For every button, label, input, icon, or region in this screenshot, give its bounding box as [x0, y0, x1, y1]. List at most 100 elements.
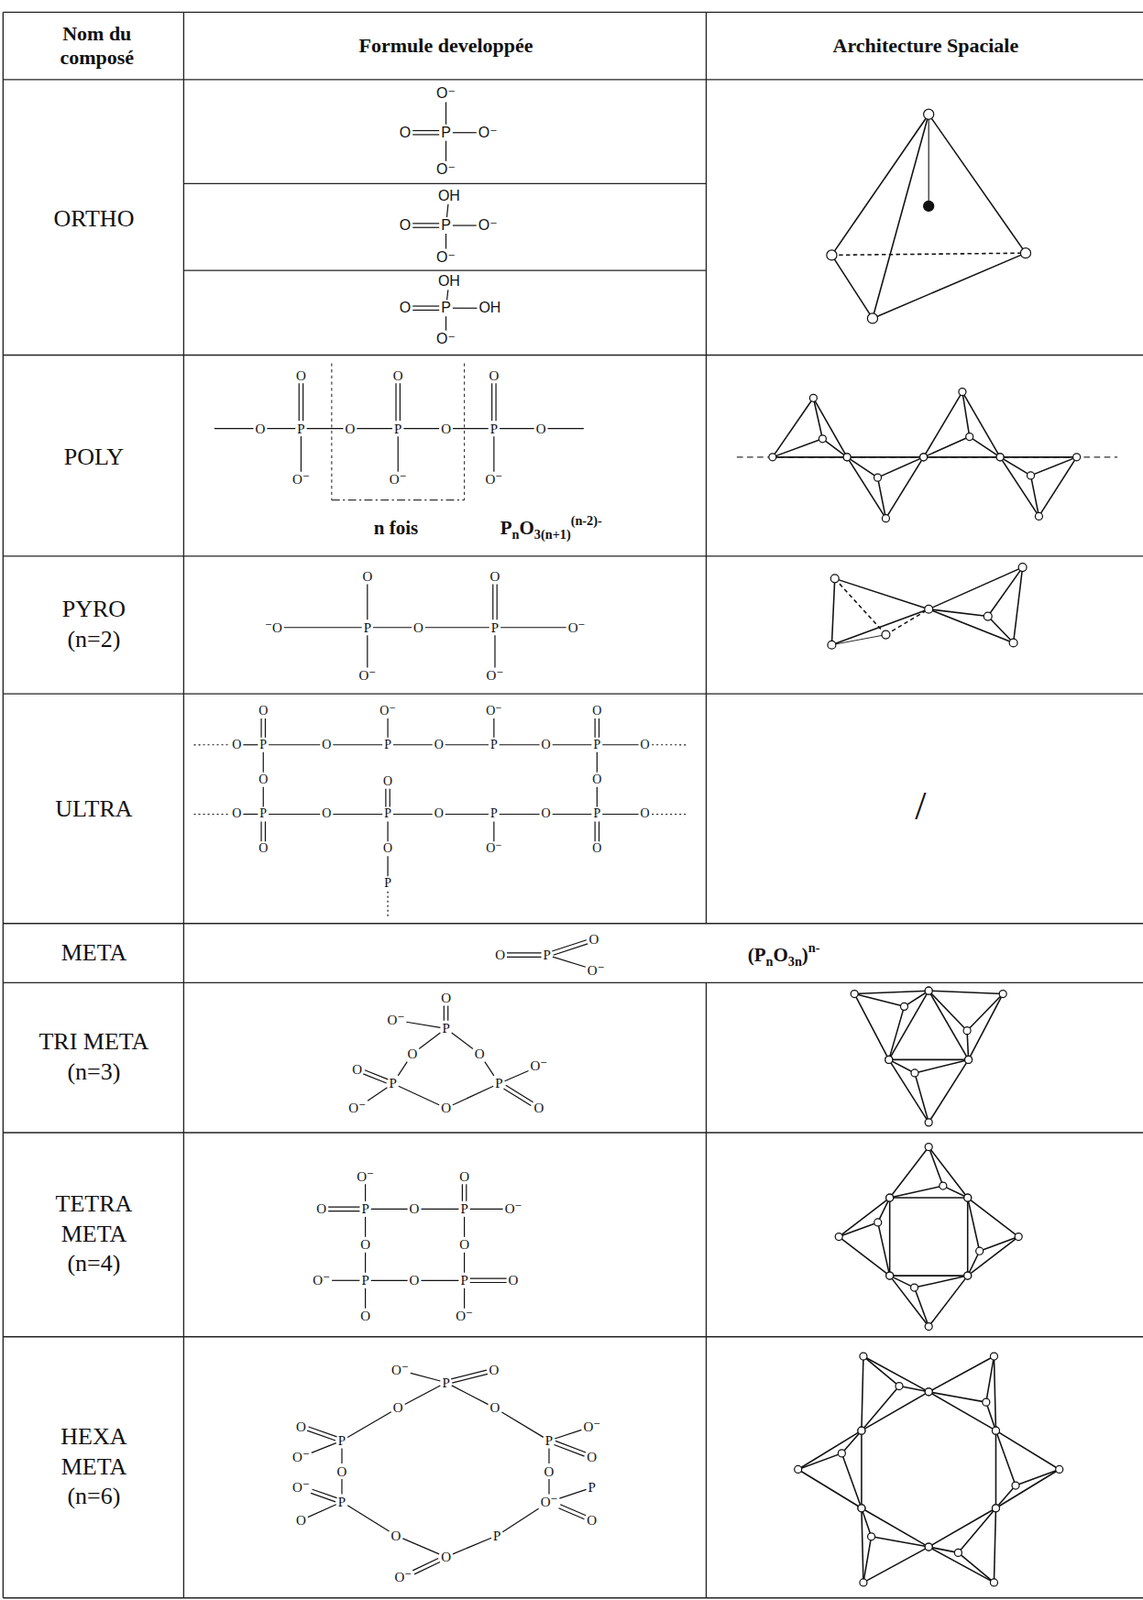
column-header: Nom du composé — [38, 21, 156, 71]
tetra-edge — [986, 1402, 997, 1431]
bond-line — [371, 1208, 408, 1210]
label-slot: O — [640, 738, 650, 752]
tetra-edge — [969, 437, 1001, 458]
label-slot: O⁻ — [436, 86, 456, 101]
formula-part: O — [518, 516, 534, 539]
bond-line — [264, 718, 266, 738]
label-slot: O — [434, 738, 444, 752]
table-rule — [2, 11, 1143, 13]
bond-line — [398, 1086, 440, 1105]
bond-line — [470, 1282, 507, 1284]
bond-line — [494, 635, 495, 668]
atom-symbol: P — [494, 1077, 503, 1091]
tetra-edge — [890, 1274, 968, 1277]
bond-line — [399, 383, 401, 421]
label-slot: O — [536, 421, 547, 436]
column-header: Formule developpée — [359, 33, 534, 58]
atom-symbol: O — [459, 1238, 470, 1253]
tetra-edge — [871, 1537, 930, 1548]
atom-symbol: O⁻ — [486, 669, 505, 683]
tetra-edge — [995, 1430, 998, 1509]
atom-symbol: OH — [438, 274, 461, 289]
oxygen-vertex — [991, 1505, 1000, 1513]
atom-symbol: O⁻ — [485, 842, 503, 856]
bond-line — [364, 1252, 366, 1274]
label-slot: ORTHO — [53, 204, 134, 235]
atom-symbol: O — [254, 421, 265, 436]
tetra-edge — [838, 1222, 878, 1238]
bond-line — [366, 635, 368, 668]
label-slot: O — [231, 807, 242, 821]
atom-symbol: P — [545, 1434, 553, 1449]
bond-line — [554, 1429, 582, 1440]
bond-line — [452, 131, 477, 133]
label-slot: O — [393, 1401, 404, 1416]
tetra-edge — [863, 1547, 929, 1583]
oxygen-vertex — [939, 1182, 947, 1190]
atom-symbol: O — [474, 1047, 485, 1062]
tetra-edge — [928, 1547, 994, 1583]
label-slot: O — [586, 1450, 597, 1464]
bond-line — [310, 1493, 336, 1502]
tetra-edge — [831, 252, 1026, 255]
label-slot: O — [490, 1401, 501, 1416]
bond-line — [446, 204, 448, 218]
atom-symbol: P — [361, 1202, 369, 1217]
bond-line — [332, 813, 383, 815]
atom-symbol: O⁻ — [485, 704, 503, 718]
label-slot: O⁻ — [312, 1274, 330, 1288]
tetra-edge — [962, 392, 970, 438]
tetra-edge — [1038, 457, 1077, 517]
bond-line — [552, 744, 593, 746]
bond-line — [499, 813, 540, 815]
label-slot: O — [321, 807, 331, 821]
tetra-edge — [1000, 457, 1039, 517]
bond-line — [499, 428, 535, 429]
tetra-edge — [988, 567, 1023, 616]
tetra-edge — [928, 1547, 958, 1553]
bond-line — [362, 1074, 386, 1084]
atom-symbol: O — [321, 738, 331, 752]
oxygen-vertex — [1055, 1465, 1064, 1473]
bond-line — [331, 1280, 360, 1282]
tetra-edge — [813, 397, 847, 458]
bond-line — [651, 744, 686, 746]
bond-line — [260, 821, 262, 842]
table-rule — [183, 269, 706, 271]
bond-line — [596, 752, 598, 773]
label-slot: O⁻ — [358, 669, 376, 683]
label-slot: O — [258, 773, 268, 787]
bond-line — [505, 1070, 529, 1081]
tetra-vertices — [769, 109, 1081, 1587]
label-slot: O — [399, 125, 411, 141]
bond-line — [551, 940, 587, 952]
atom-symbol: O — [589, 933, 600, 947]
tetra-edge — [1031, 457, 1078, 476]
label-slot: P — [259, 738, 267, 752]
tetra-edge — [1031, 475, 1040, 517]
tetra-edge — [928, 990, 968, 1060]
label-slot: META — [61, 938, 128, 969]
atom-symbol: O — [409, 1202, 420, 1217]
tetra-edge — [831, 114, 929, 256]
atom-symbol: O⁻ — [505, 1202, 523, 1217]
atom-symbol: O⁻ — [436, 162, 456, 177]
oxygen-vertex — [827, 640, 836, 649]
tetra-edge — [967, 994, 1003, 1032]
label-slot: O — [494, 948, 506, 963]
label-slot: OH — [478, 300, 501, 316]
atom-symbol: O — [541, 807, 551, 821]
bond-line — [268, 744, 320, 746]
bond-line — [242, 744, 258, 746]
oxygen-vertex — [924, 1543, 933, 1551]
label-slot: O — [409, 1274, 420, 1288]
tetra-edge — [861, 1392, 929, 1431]
label-slot: O — [258, 842, 268, 856]
bond-line — [308, 1427, 338, 1438]
tetra-edge — [831, 254, 873, 319]
label-slot: OH — [438, 188, 461, 204]
atom-symbol: P — [361, 1274, 369, 1288]
label-slot: O⁻ — [389, 472, 407, 487]
atom-symbol: O — [258, 842, 268, 856]
